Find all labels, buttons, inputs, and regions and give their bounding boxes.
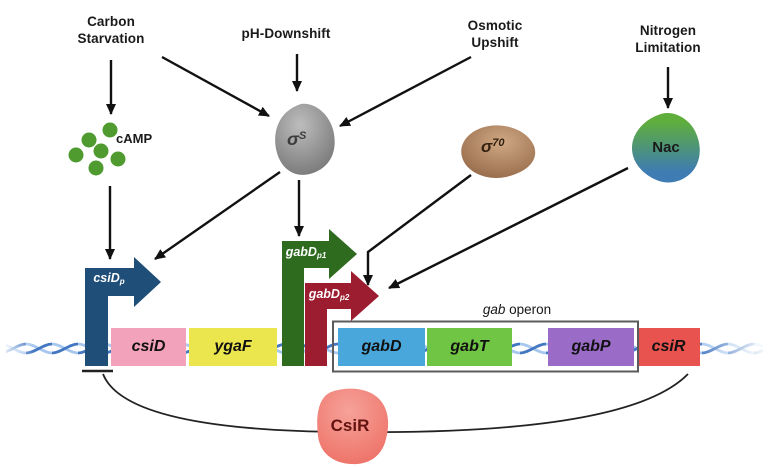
stress-label-carbon-starvation: Carbon Starvation [58,13,164,47]
gene-label-gabT: gabT [450,338,489,355]
camp-dot [88,160,104,176]
stress-line: Starvation [77,31,145,46]
gene-box-csiD [111,328,186,366]
stress-label-nitrogen-limitation: Nitrogen Limitation [616,22,720,56]
signal-arrows [105,54,673,290]
promoter-subscript: p1 [316,251,327,260]
gene-box-gabD [338,328,425,366]
gene-label-csiR: csiR [651,338,686,355]
arrow-nac-to-gabdp2 [388,166,629,290]
camp-label: cAMP [116,131,153,146]
arrow-osmotic-to-sigma-s [339,55,472,128]
camp-dot [110,151,126,167]
promoter-arrow-gabDp1 [282,229,357,366]
gene-label-csiD: csiD [131,338,166,355]
camp-dot [81,132,97,148]
stress-line: Carbon [87,14,135,29]
gene-box-gabP [548,328,634,366]
camp-dot-cluster [68,122,126,176]
gene-box-ygaF [189,328,277,366]
stress-line: Nitrogen [639,23,697,38]
promoter-name: gabD [308,287,340,301]
stress-line: pH-Downshift [241,26,331,41]
stress-label-osmotic-upshift: Osmotic Upshift [443,17,547,51]
sigma-70-blob [461,125,536,178]
promoter-label-gabdp1: gabDp1 [283,245,329,260]
camp-dot [68,147,84,163]
promoter-subscript: p2 [339,293,350,302]
promoter-label-csidp: csiDp [86,271,132,286]
sigma-s-label: σS [287,129,306,150]
stress-line: Osmotic [467,18,523,33]
promoter-arrow-csiDp [85,257,161,366]
arrow-sigma-70-to-gabdp2 [363,174,472,286]
gene-label-ygaF: ygaF [214,338,252,355]
sigma-symbol: σ [481,137,493,156]
csir-protein-label: CsiR [330,416,370,435]
sigma-70-label: σ70 [481,137,505,157]
csir-protein-blob [317,388,389,465]
arrow-sigma-s-to-csidp [154,171,281,260]
gene-label-gabP: gabP [571,338,611,355]
gene-label-gabD: gabD [361,338,402,355]
sigma-s-blob [275,103,335,175]
promoter-subscript: p [119,277,125,286]
operon-label-rest: operon [505,302,552,317]
dna-fade-left [0,338,34,360]
sigma-s-superscript: S [298,130,307,142]
promoter-arrow-gabDp2 [305,271,379,366]
gene-box-csiR [637,328,700,366]
dna-fade-right [695,338,768,360]
gab-operon-outline [332,320,639,373]
nac-blob [632,113,700,183]
camp-dot [93,143,109,159]
stress-line: Limitation [635,40,701,55]
operon-label-italic-part: gab [482,302,506,317]
nac-label: Nac [652,139,680,156]
stress-label-ph-downshift: pH-Downshift [228,25,344,42]
promoter-name: csiD [93,271,120,285]
gene-box-gabT [427,328,512,366]
csir-repression-curve [102,373,689,434]
gab-operon-label: gab operon [456,302,578,317]
promoter-label-gabdp2: gabDp2 [306,287,352,302]
promoter-name: gabD [285,245,317,259]
stress-line: Upshift [471,35,519,50]
arrow-carbon-to-sigma-s [161,55,270,118]
camp-dot [102,122,118,138]
sigma-symbol: σ [287,129,299,149]
sigma-70-superscript: 70 [492,137,505,149]
